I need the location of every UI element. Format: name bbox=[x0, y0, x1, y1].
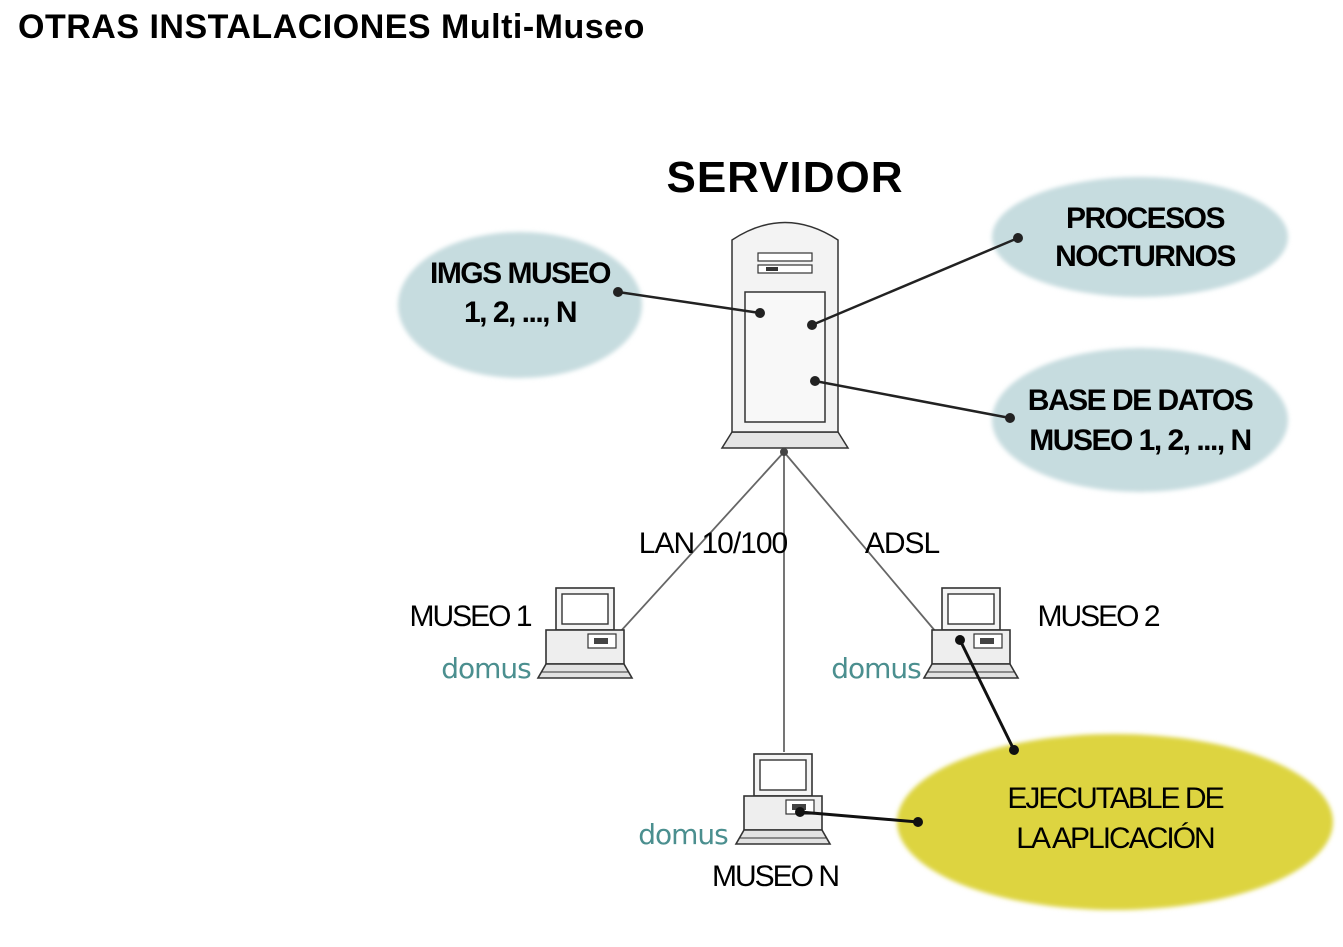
museoN-label: MUSEO N bbox=[712, 860, 838, 893]
page-title: OTRAS INSTALACIONES Multi-Museo bbox=[18, 8, 645, 46]
imgs-museo-line1: IMGS MUSEO bbox=[430, 257, 611, 290]
ejecutable-ellipse bbox=[897, 734, 1333, 910]
museoN-domus-logo: domus bbox=[638, 818, 728, 851]
base-datos-line2: MUSEO 1, 2, ..., N bbox=[1029, 424, 1250, 457]
executable-connectors bbox=[799, 639, 1016, 824]
museo2-label: MUSEO 2 bbox=[1037, 600, 1159, 633]
procesos-line1: PROCESOS bbox=[1066, 202, 1225, 235]
imgs-museo-line2: 1, 2, ..., N bbox=[464, 296, 576, 329]
ejecutable-bubble: EJECUTABLE DE LA APLICACIÓN bbox=[897, 734, 1333, 910]
imgs-museo-bubble: IMGS MUSEO 1, 2, ..., N bbox=[398, 232, 642, 378]
museo1-label: MUSEO 1 bbox=[409, 600, 531, 633]
imgs-museo-ellipse bbox=[398, 232, 642, 378]
link-adsl-label: ADSL bbox=[865, 527, 940, 560]
procesos-ellipse bbox=[992, 177, 1288, 297]
server-connectors bbox=[617, 236, 1019, 420]
server-tower-icon bbox=[720, 221, 850, 449]
ejecutable-line1: EJECUTABLE DE bbox=[1007, 782, 1223, 815]
museo2-domus-logo: domus bbox=[831, 652, 921, 685]
museo1-domus-logo: domus bbox=[441, 652, 531, 685]
museo1-computer-icon bbox=[536, 587, 634, 679]
server-title: SERVIDOR bbox=[666, 153, 903, 202]
connector-dots bbox=[613, 233, 1023, 423]
network-lines bbox=[619, 451, 937, 752]
base-datos-bubble: BASE DE DATOS MUSEO 1, 2, ..., N bbox=[992, 348, 1288, 492]
base-datos-line1: BASE DE DATOS bbox=[1028, 384, 1253, 417]
base-datos-ellipse bbox=[992, 348, 1288, 492]
link-lan-label: LAN 10/100 bbox=[639, 527, 788, 560]
museoN-computer-icon bbox=[734, 753, 832, 845]
procesos-nocturnos-bubble: PROCESOS NOCTURNOS bbox=[992, 177, 1288, 297]
procesos-line2: NOCTURNOS bbox=[1055, 240, 1235, 273]
museo2-computer-icon bbox=[922, 587, 1020, 679]
ejecutable-line2: LA APLICACIÓN bbox=[1016, 822, 1214, 855]
